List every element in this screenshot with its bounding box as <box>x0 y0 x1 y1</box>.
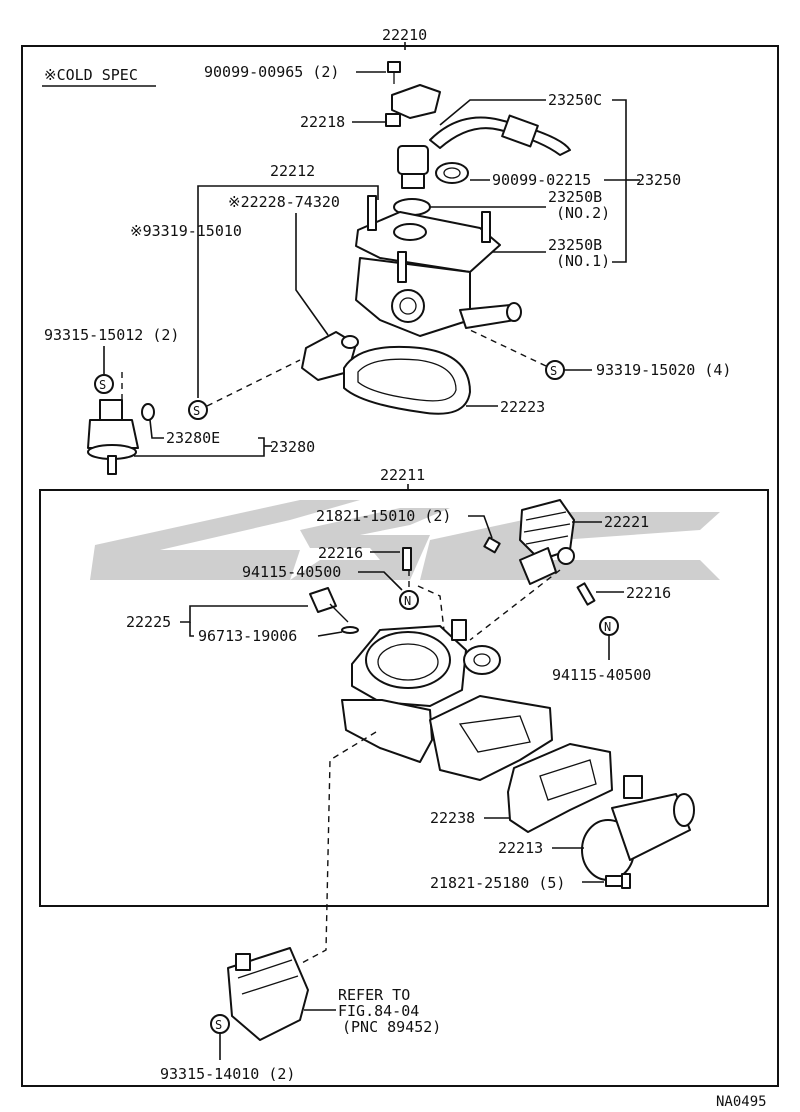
bolt-90099-00965-drawing <box>387 61 401 84</box>
label-22216-a: 22216 <box>318 544 363 562</box>
label-23280e: 23280E <box>166 429 220 447</box>
computer-module-drawing <box>227 947 309 1041</box>
marker-s-93315-15012-text: S <box>99 378 106 392</box>
screw-22216-a-drawing <box>402 547 412 571</box>
screw-21821-25180-drawing <box>605 873 631 889</box>
label-22218: 22218 <box>300 113 345 131</box>
label-94115-40500-b: 94115-40500 <box>552 666 651 684</box>
label-93315-15012: 93315-15012 (2) <box>44 326 179 344</box>
boot-22221-drawing <box>519 499 575 585</box>
label-23250: 23250 <box>636 171 681 189</box>
throttle-body-drawing <box>341 619 553 781</box>
label-22216-b: 22216 <box>626 584 671 602</box>
screw-22216-b-drawing <box>576 582 596 606</box>
gasket-22238-drawing <box>507 743 613 833</box>
marker-n-94115-a <box>399 590 419 610</box>
label-22212: 22212 <box>270 162 315 180</box>
gasket-22223-drawing <box>343 345 471 415</box>
label-22223: 22223 <box>500 398 545 416</box>
label-22228-74320: ※22228-74320 <box>228 193 340 211</box>
label-23250c: 23250C <box>548 91 602 109</box>
gasket-90099-02215-drawing <box>435 162 469 184</box>
label-21821-25180: 21821-25180 (5) <box>430 874 565 892</box>
label-93315-14010: 93315-14010 (2) <box>160 1065 295 1083</box>
label-90099-00965: 90099-00965 (2) <box>204 63 339 81</box>
valve-drawing <box>397 145 429 189</box>
label-93319-15020: 93319-15020 (4) <box>596 361 731 379</box>
marker-s-93319-15010 <box>188 400 208 420</box>
cold-spec-note: ※COLD SPEC <box>44 66 138 84</box>
label-23280: 23280 <box>270 438 315 456</box>
marker-s-93315-15012 <box>94 374 114 394</box>
marker-n-94115-b-text: N <box>604 620 611 634</box>
marker-s-93319-15010-text: S <box>193 404 200 418</box>
label-90099-02215: 90099-02215 <box>492 171 591 189</box>
label-refer-1: REFER TO <box>338 986 410 1004</box>
label-23250b-no2-a: 23250B <box>548 188 602 206</box>
outer-frame <box>21 45 779 1087</box>
label-22238: 22238 <box>430 809 475 827</box>
screw-21821-15010-drawing <box>483 536 501 554</box>
page-code: NA0495 <box>716 1094 767 1110</box>
marker-s-93319-15020-text: S <box>550 364 557 378</box>
sensor-22225-drawing <box>309 587 359 634</box>
label-22213: 22213 <box>498 839 543 857</box>
label-22225: 22225 <box>126 613 171 631</box>
hose-23250c-drawing <box>429 116 571 156</box>
marker-n-94115-a-text: N <box>404 594 411 608</box>
actuator-22213-drawing <box>581 775 695 881</box>
label-refer-2: FIG.84-04 <box>338 1002 419 1020</box>
label-96713-19006: 96713-19006 <box>198 627 297 645</box>
assembly-22210-label: 22210 <box>382 26 427 44</box>
throttle-body-frame <box>39 489 769 907</box>
sensor-22218-drawing <box>385 84 441 127</box>
label-23250b-no2-b: (NO.2) <box>556 204 610 222</box>
injector-body-drawing <box>355 195 522 337</box>
assembly-22211-label: 22211 <box>380 466 425 484</box>
pressure-regulator-drawing <box>87 399 139 475</box>
label-94115-40500-a: 94115-40500 <box>242 563 341 581</box>
label-23250b-no1-b: (NO.1) <box>556 252 610 270</box>
label-23250b-no1-a: 23250B <box>548 236 602 254</box>
label-refer-3: (PNC 89452) <box>342 1018 441 1036</box>
oring-23280e-drawing <box>141 403 155 421</box>
label-21821-15010: 21821-15010 (2) <box>316 507 451 525</box>
marker-s-93315-14010-text: S <box>215 1018 222 1032</box>
label-22221: 22221 <box>604 513 649 531</box>
label-93319-15010: ※93319-15010 <box>130 222 242 240</box>
